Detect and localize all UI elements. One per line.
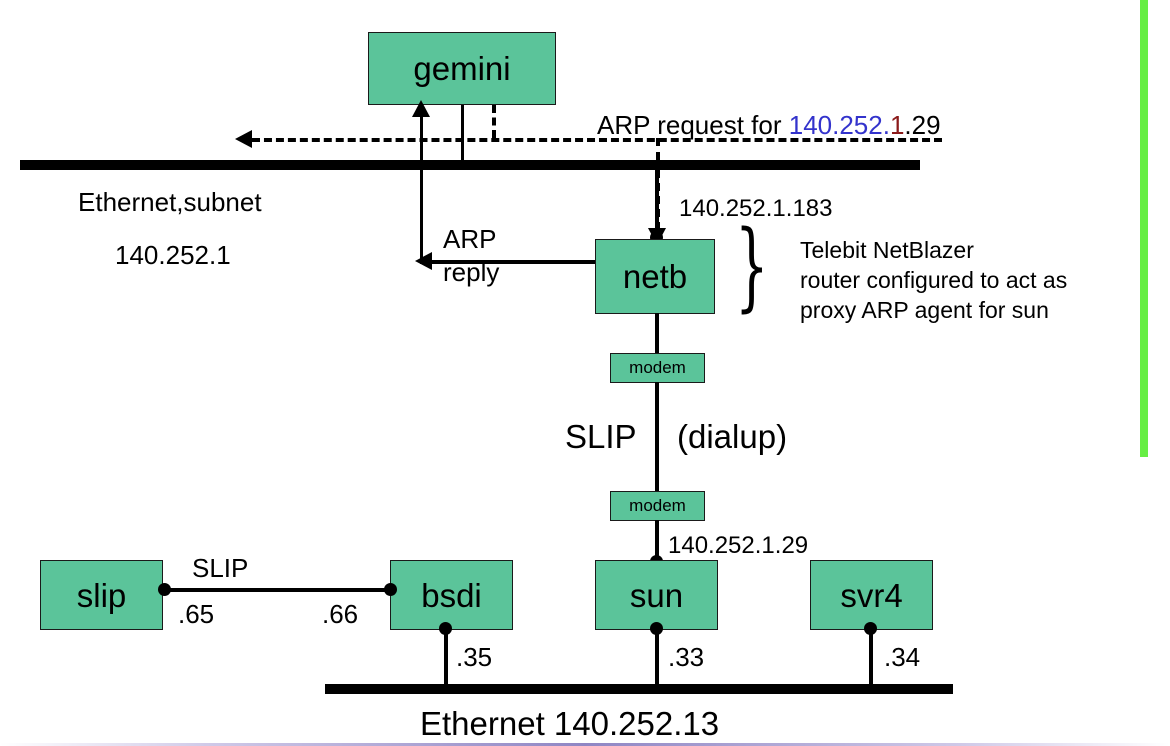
arp-request-prefix: ARP request for xyxy=(597,110,789,140)
gemini-arp-request-dashed-stub xyxy=(492,105,496,138)
modem-top-label: modem xyxy=(629,358,686,377)
node-slip-label: slip xyxy=(76,576,127,614)
dialup-trunk-link xyxy=(655,382,659,492)
annotation-brace: } xyxy=(735,210,769,322)
node-slip[interactable]: slip xyxy=(40,560,163,630)
bsdi-slip-interface-address: .66 xyxy=(322,599,359,629)
slip-interface-address: .65 xyxy=(178,599,215,629)
annotation-line3: proxy ARP agent for sun xyxy=(800,297,1049,323)
bottom-ethernet-backbone xyxy=(325,684,953,694)
arp-reply-label-line1: ARP xyxy=(443,224,497,254)
bsdi-ethernet-address: .35 xyxy=(456,642,493,672)
gemini-backbone-link xyxy=(461,105,464,163)
node-sun-label: sun xyxy=(629,576,684,614)
arp-request-tick-marker xyxy=(656,138,660,160)
dialup-label-left: SLIP xyxy=(565,418,637,455)
node-netb-label: netb xyxy=(622,258,688,295)
arp-request-label: ARP request for 140.252.1.29 xyxy=(597,110,941,140)
node-sun[interactable]: sun xyxy=(595,560,718,630)
node-svr4[interactable]: svr4 xyxy=(810,560,933,630)
dialup-label-right: (dialup) xyxy=(677,418,788,455)
sun-ethernet-link xyxy=(655,628,659,688)
arp-request-ip-darkred: 1 xyxy=(889,110,905,140)
slip-bsdi-link xyxy=(163,588,391,592)
arp-request-arrowhead-left xyxy=(235,130,252,148)
annotation-line2: router configured to act as xyxy=(800,267,1068,293)
bottom-network-label: Ethernet 140.252.13 xyxy=(420,705,720,742)
bsdi-slip-interface-dot xyxy=(384,583,397,596)
svr4-ethernet-interface-dot xyxy=(864,622,877,635)
arp-reply-arrowhead-left xyxy=(415,252,432,270)
slip-interface-dot xyxy=(158,583,171,596)
top-ethernet-backbone xyxy=(20,160,920,170)
top-network-label-line2: 140.252.1 xyxy=(115,240,231,270)
modem-to-sun-link xyxy=(655,520,659,565)
sun-ethernet-interface-dot xyxy=(650,622,663,635)
arp-reply-label-line2: reply xyxy=(443,257,500,287)
slip-link-label: SLIP xyxy=(192,553,249,583)
arp-reply-horizontal-segment xyxy=(432,260,595,264)
modem-bottom-label: modem xyxy=(629,496,686,515)
node-bsdi-label: bsdi xyxy=(421,576,482,614)
svr4-ethernet-address: .34 xyxy=(884,642,921,672)
netb-backbone-link xyxy=(655,165,659,237)
node-svr4-label: svr4 xyxy=(840,576,903,614)
node-gemini[interactable]: gemini xyxy=(368,32,556,105)
arp-reply-arrowhead-up xyxy=(412,100,430,117)
bsdi-ethernet-link xyxy=(444,628,448,688)
arp-request-dashed-line xyxy=(252,138,942,142)
svr4-ethernet-link xyxy=(869,628,873,688)
arp-request-ip-blue: 140.252. xyxy=(788,110,890,140)
arp-reply-vertical-segment xyxy=(420,112,423,264)
right-edge-green-rule xyxy=(1140,0,1148,457)
annotation-line1: Telebit NetBlazer xyxy=(800,237,974,263)
netb-ethernet-address: 140.252.1.183 xyxy=(679,195,833,222)
arp-request-ip-black: .29 xyxy=(904,110,941,140)
node-netb[interactable]: netb xyxy=(595,239,715,314)
bsdi-ethernet-interface-dot xyxy=(439,622,452,635)
netb-to-modem-link xyxy=(655,313,659,355)
node-gemini-label: gemini xyxy=(413,50,511,87)
bottom-edge-rule xyxy=(0,743,1170,746)
sun-slip-address: 140.252.1.29 xyxy=(668,532,809,559)
sun-ethernet-address: .33 xyxy=(668,642,705,672)
top-network-label-line1: Ethernet,subnet xyxy=(78,187,262,217)
node-bsdi[interactable]: bsdi xyxy=(390,560,513,630)
modem-bottom[interactable]: modem xyxy=(610,491,705,521)
modem-top[interactable]: modem xyxy=(610,353,705,383)
